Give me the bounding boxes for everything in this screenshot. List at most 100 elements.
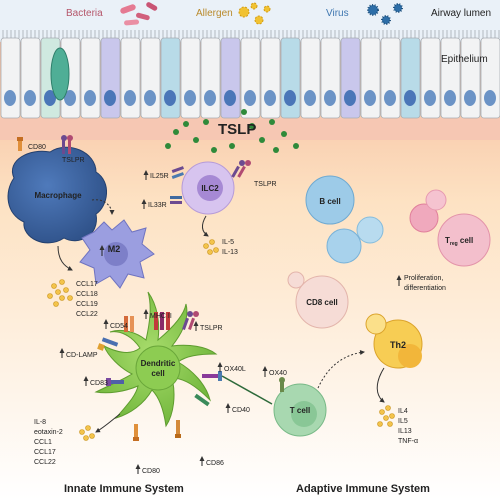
cell-nucleus <box>144 90 156 106</box>
th2-cytokine-label: IL13 <box>398 428 412 435</box>
dc-secreted-label: eotaxin-2 <box>34 429 63 436</box>
cytokine-particle <box>67 295 73 301</box>
m2-label: M2 <box>108 244 121 254</box>
cell-nucleus <box>444 90 456 106</box>
bacteria-label: Bacteria <box>66 8 103 19</box>
il33r-receptor-icon <box>170 196 182 204</box>
cell-nucleus <box>84 90 96 106</box>
dc-secreted-label: CCL1 <box>34 439 52 446</box>
epithelial-cell <box>140 37 161 119</box>
cell-nucleus <box>484 90 496 106</box>
adaptive-immune-system-label: Adaptive Immune System <box>296 483 430 495</box>
il5-label: IL-5 <box>222 239 234 246</box>
cell-nucleus <box>404 90 416 106</box>
cytokine-particle <box>389 413 395 419</box>
il5-il13-particles <box>203 239 219 255</box>
macrophage-secretion-arrow <box>57 245 73 271</box>
ox40l-marker-icon <box>202 371 222 381</box>
ox40l-ox40-interaction-line <box>221 375 273 405</box>
tslp-particle <box>173 129 179 135</box>
b-cell-label: B cell <box>319 197 340 206</box>
cytokine-particle <box>209 239 215 245</box>
tslp-particle <box>259 137 265 143</box>
cytokine-particle <box>207 249 213 255</box>
epithelial-cell <box>20 37 41 119</box>
macrophage-tslpr-label: TSLPR <box>62 157 85 164</box>
th2-cytokine-label: IL5 <box>398 418 408 425</box>
tslp-particle <box>249 123 255 129</box>
cytokine-particle <box>79 429 85 435</box>
cell-nucleus <box>284 90 296 106</box>
b-cell <box>305 175 384 264</box>
epithelial-cell <box>160 37 181 119</box>
epithelial-cell <box>100 37 121 119</box>
dc-secreted-label: IL-8 <box>34 419 46 426</box>
cytokine-particle <box>47 293 53 299</box>
t-cell <box>273 383 327 437</box>
epithelial-cell <box>460 37 481 119</box>
epithelial-cell <box>380 37 401 119</box>
cell-nucleus <box>424 90 436 106</box>
ilc2-secretion-arrow <box>201 215 209 237</box>
virus-label: Virus <box>326 8 349 19</box>
cell-nucleus <box>104 90 116 106</box>
allergen-label: Allergen <box>196 8 233 19</box>
cell-nucleus <box>244 90 256 106</box>
dc-marker-label: CD86 <box>206 460 224 467</box>
cytokine-particle <box>85 425 91 431</box>
dc-secretion-arrow <box>95 413 121 433</box>
differentiation-label: differentiation <box>404 285 446 292</box>
t-cell-label: T cell <box>290 406 310 415</box>
epithelial-cell <box>0 37 21 119</box>
th2-label: Th2 <box>390 340 406 350</box>
epithelial-cell <box>120 37 141 119</box>
cell-nucleus <box>384 90 396 106</box>
il33r-label: IL33R <box>148 202 167 209</box>
tslp-particle <box>203 119 209 125</box>
dc-marker-label: CD40 <box>232 407 250 414</box>
tslp-particle <box>293 143 299 149</box>
epithelium-layer <box>0 30 500 119</box>
epithelial-cell <box>280 37 301 119</box>
epithelial-cell <box>260 37 281 119</box>
tslp-particle <box>281 131 287 137</box>
tslp-particle <box>211 147 217 153</box>
cytokine-particle <box>83 435 89 441</box>
th2-secretion-arrow <box>376 367 385 403</box>
macrophage-to-m2-arrow <box>91 199 115 215</box>
epithelial-cell <box>320 37 341 119</box>
dc-secreted-particles <box>79 425 95 441</box>
airway-lumen-label: Airway lumen <box>431 8 491 19</box>
cd80-dc-marker-icon <box>133 424 139 441</box>
il13-label: IL-13 <box>222 249 238 256</box>
epithelial-cell <box>440 37 461 119</box>
tslp-particle <box>269 119 275 125</box>
cell-nucleus <box>364 90 376 106</box>
ilc2-label: ILC2 <box>201 184 219 193</box>
macrophage-cell <box>7 146 107 244</box>
dc-tslpr-marker-icon <box>182 311 199 330</box>
ilc2-cell <box>181 161 235 215</box>
ccl-particles <box>47 279 73 307</box>
chemokine-label: CCL18 <box>76 291 98 298</box>
epithelial-cell <box>400 37 421 119</box>
cytokine-particle <box>213 247 219 253</box>
epithelial-cell <box>240 37 261 119</box>
th2-cytokine-particles <box>377 405 395 427</box>
dendritic-cell <box>94 291 218 428</box>
allergen-icon <box>238 2 271 25</box>
dc-marker-label: CD80 <box>142 468 160 475</box>
virus-icon <box>367 3 403 25</box>
cytokine-particle <box>385 405 391 411</box>
tslp-particle <box>165 143 171 149</box>
ox40-receptor-icon <box>279 377 285 392</box>
epithelial-cell <box>360 37 381 119</box>
cell-nucleus <box>464 90 476 106</box>
cd83-marker-icon <box>106 378 124 386</box>
ilc2-tslpr-label: TSLPR <box>254 181 277 188</box>
th2-cytokine-label: TNF-α <box>398 438 418 445</box>
tcell-to-th2-arrow <box>317 350 365 389</box>
